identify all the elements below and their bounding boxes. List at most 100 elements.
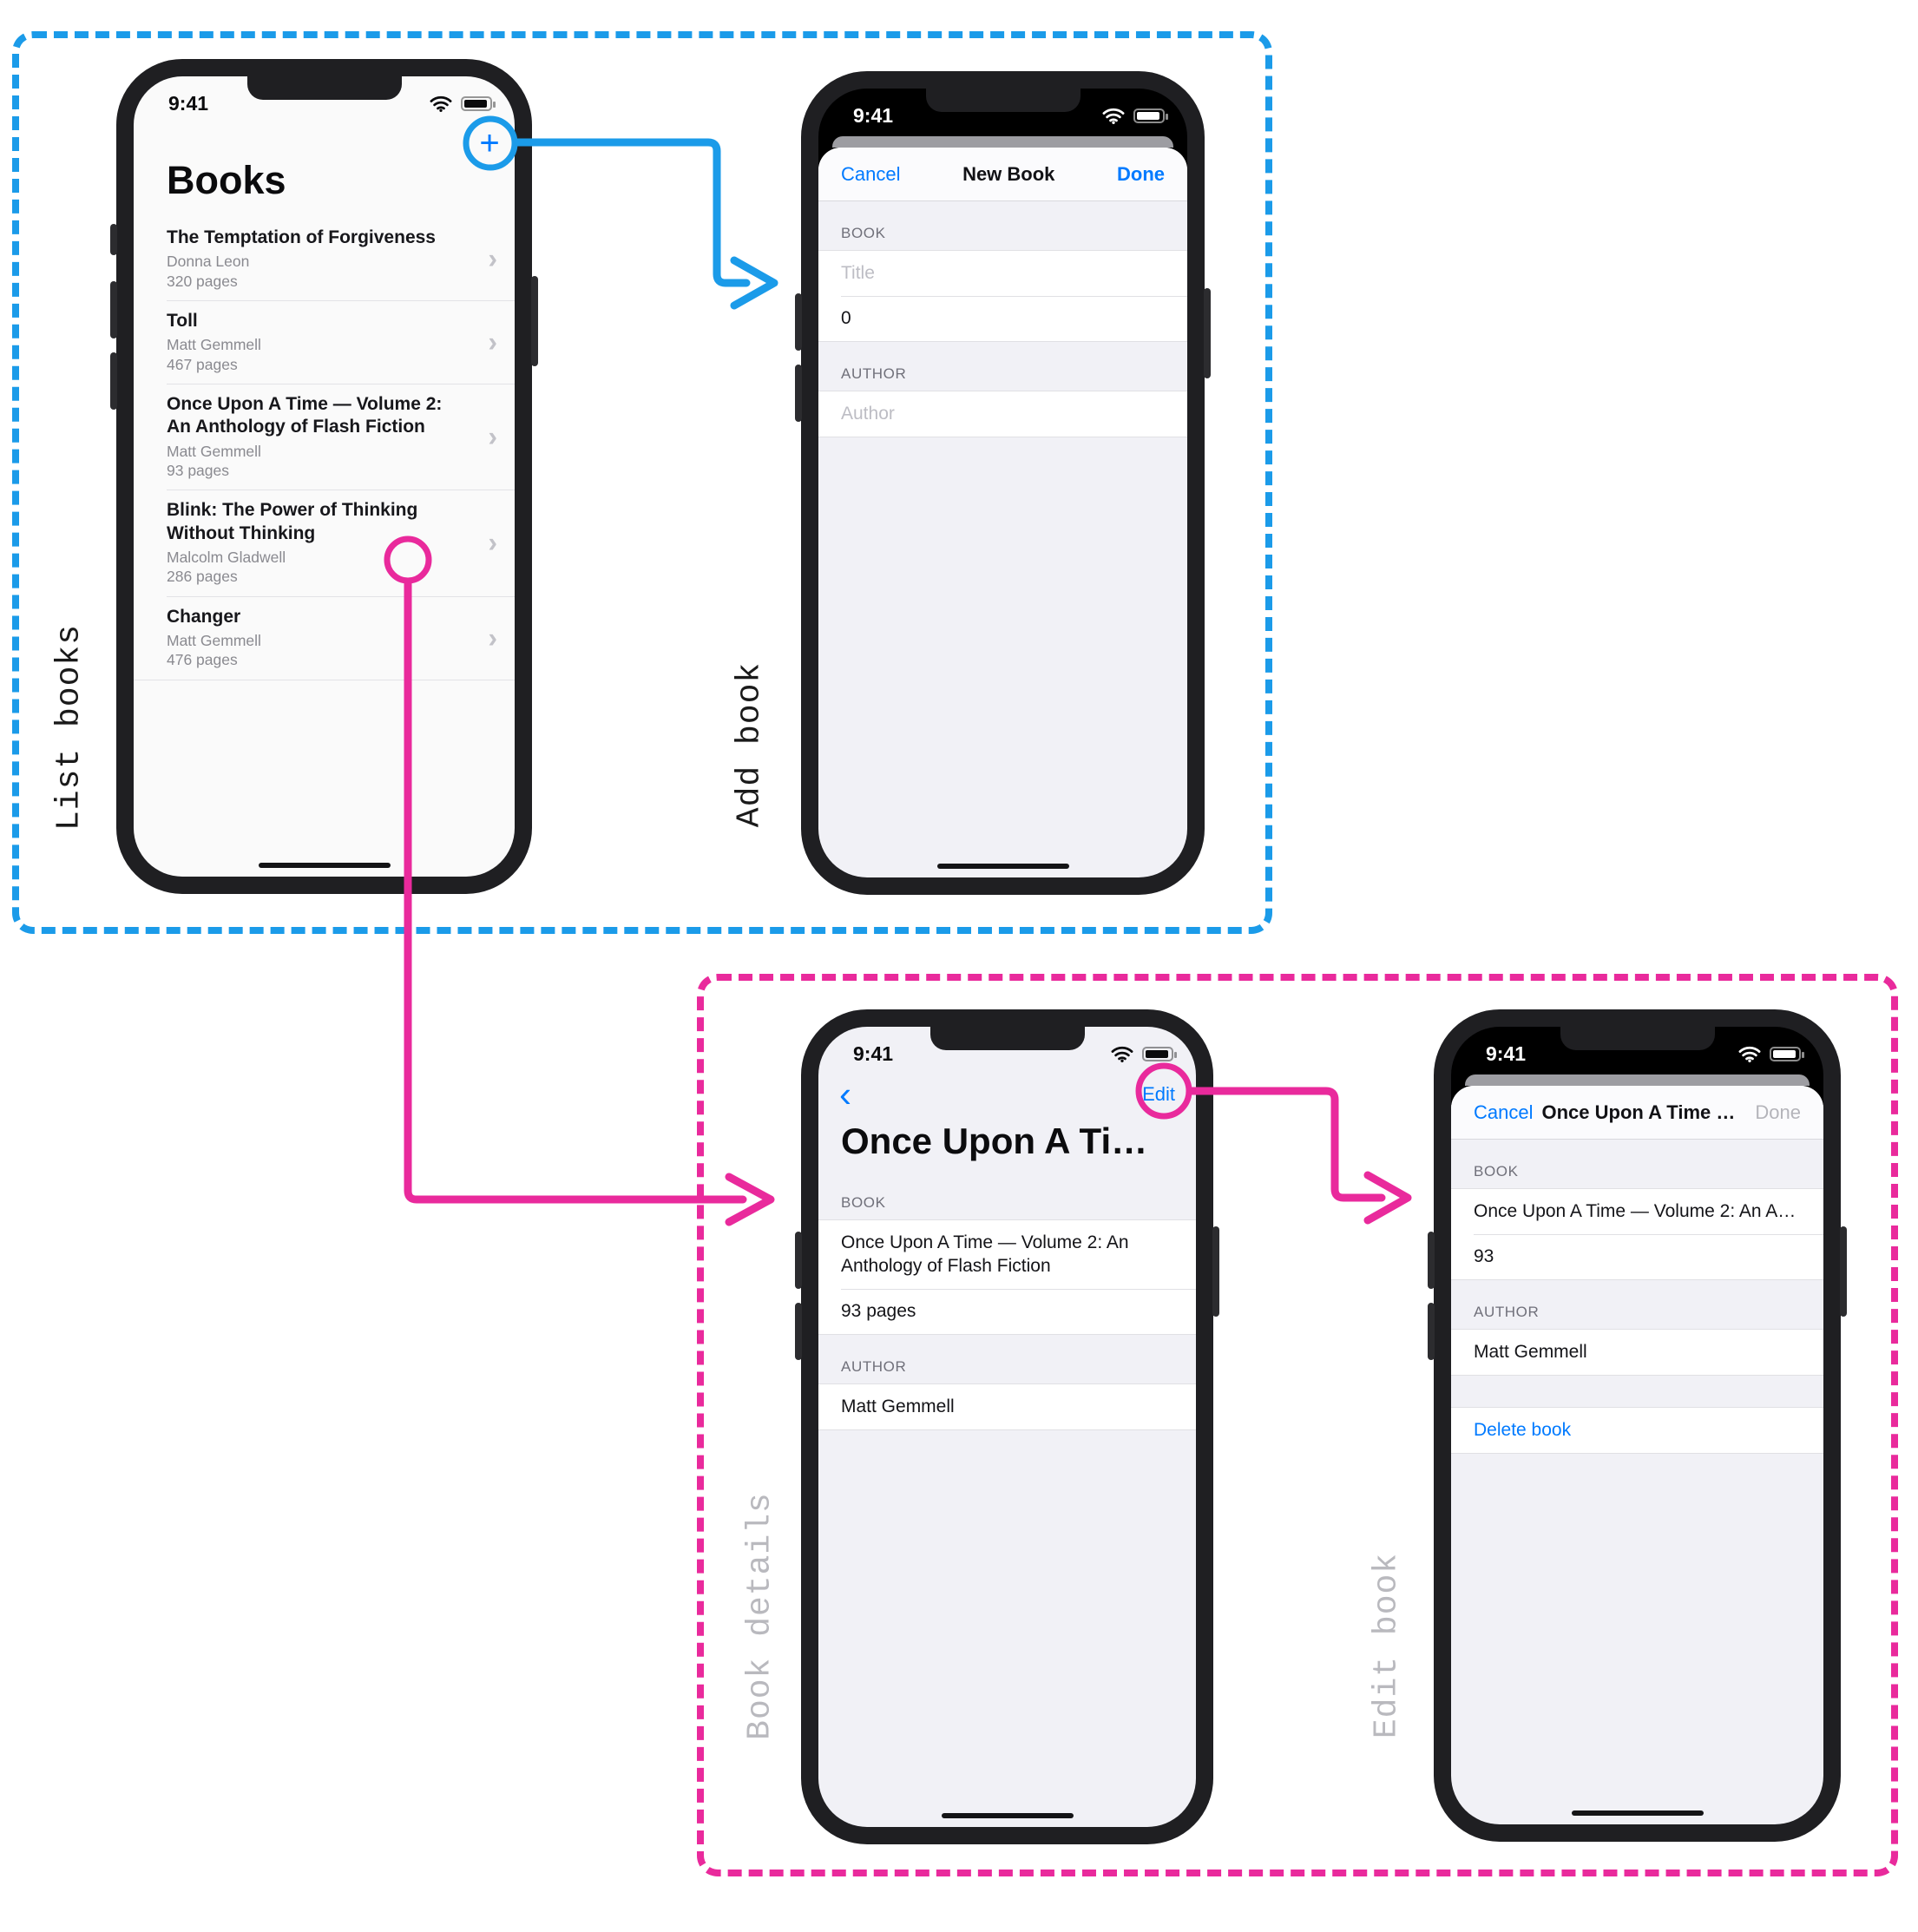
power-button xyxy=(1840,1226,1847,1317)
chevron-right-icon: › xyxy=(488,325,497,358)
title-field-row xyxy=(818,251,1187,296)
delete-book-row[interactable]: Delete book xyxy=(1451,1408,1823,1453)
book-pages: 93 pages xyxy=(167,461,230,479)
wifi-icon xyxy=(1102,108,1125,124)
book-title: Once Upon A Time — Volume 2: An Antholog… xyxy=(167,394,443,437)
flow-label-edit-book: Edit book xyxy=(1368,1552,1406,1739)
dimmed-underlay xyxy=(1465,1074,1810,1086)
power-button xyxy=(1212,1226,1219,1317)
home-indicator[interactable] xyxy=(936,864,1069,869)
volume-down-button xyxy=(110,352,117,410)
section-header-book: BOOK xyxy=(841,1194,886,1211)
volume-up-button xyxy=(795,293,802,351)
book-row[interactable]: Blink: The Power of Thinking Without Thi… xyxy=(134,490,515,595)
section-header-book: BOOK xyxy=(1474,1163,1519,1180)
back-button[interactable]: ‹ xyxy=(839,1074,851,1114)
power-button xyxy=(531,276,538,366)
page-count-field-row xyxy=(818,296,1187,341)
home-indicator[interactable] xyxy=(258,863,391,868)
phone-book-details: 9:41 ‹ Edit Once Upon A Time — Volume 2:… xyxy=(795,1009,1219,1844)
phone-list-books: 9:41 + Books The Temptation of Forgivene… xyxy=(110,59,538,894)
phone-add-book: 9:41 Cancel New Book Done xyxy=(795,71,1211,895)
edit-button[interactable]: Edit xyxy=(1142,1083,1175,1105)
status-time: 9:41 xyxy=(853,1042,894,1065)
book-author: Matt Gemmell xyxy=(167,442,261,460)
page-count-field[interactable] xyxy=(841,308,1165,329)
section-header-author: AUTHOR xyxy=(841,365,907,382)
book-row[interactable]: Once Upon A Time — Volume 2: An Antholog… xyxy=(134,384,515,490)
page-count-field-row: 93 xyxy=(1451,1234,1823,1279)
book-fields-group: Once Upon A Time — Volume 2: An Antholog… xyxy=(1451,1188,1823,1280)
wifi-icon xyxy=(430,95,452,112)
book-row[interactable]: The Temptation of Forgiveness Donna Leon… xyxy=(134,217,515,300)
author-field-row xyxy=(818,391,1187,437)
delete-book-button[interactable]: Delete book xyxy=(1474,1420,1572,1440)
volume-up-button xyxy=(1428,1232,1435,1289)
battery-icon xyxy=(461,95,496,111)
new-book-sheet: Cancel New Book Done BOOK AUTHOR xyxy=(818,148,1187,877)
book-info-group: Once Upon A Time — Volume 2: An Antholog… xyxy=(818,1219,1196,1335)
battery-icon xyxy=(1770,1046,1804,1061)
sheet-title: New Book xyxy=(962,162,1055,185)
book-pages: 320 pages xyxy=(167,272,238,290)
notch xyxy=(246,76,402,100)
book-title-row: Once Upon A Time — Volume 2: An Antholog… xyxy=(818,1220,1196,1289)
status-time: 9:41 xyxy=(853,103,894,127)
page-title: Books xyxy=(167,158,286,202)
screen-edit-book: 9:41 Cancel Once Upon A Time — Volume 2:… xyxy=(1451,1027,1823,1824)
wifi-icon xyxy=(1111,1046,1133,1062)
book-row[interactable]: Toll Matt Gemmell 467 pages › xyxy=(134,300,515,384)
book-author-row: Matt Gemmell xyxy=(818,1383,1196,1429)
done-button[interactable]: Done xyxy=(1755,1101,1801,1123)
phone-edit-book: 9:41 Cancel Once Upon A Time — Volume 2:… xyxy=(1428,1009,1847,1842)
title-field-row: Once Upon A Time — Volume 2: An Antholog… xyxy=(1451,1189,1823,1234)
notch xyxy=(925,89,1081,112)
section-header-author: AUTHOR xyxy=(841,1357,907,1375)
flow-label-list-books: List books xyxy=(50,623,89,831)
section-header-book: BOOK xyxy=(841,225,886,241)
edit-book-sheet: Cancel Once Upon A Time — Volume 2: An A… xyxy=(1451,1086,1823,1824)
nav-bar: ‹ Edit xyxy=(818,1072,1196,1117)
volume-up-button xyxy=(795,1232,802,1289)
book-title: Changer xyxy=(167,606,241,627)
section-spacer xyxy=(1451,1376,1823,1407)
book-row[interactable]: Changer Matt Gemmell 476 pages › xyxy=(134,595,515,680)
book-author: Donna Leon xyxy=(167,253,250,271)
notch xyxy=(1560,1027,1715,1050)
book-title: Toll xyxy=(167,311,198,332)
book-title-value: Once Upon A Time — Volume 2: An Antholog… xyxy=(841,1232,1129,1277)
status-bar: 9:41 xyxy=(134,76,515,122)
chevron-right-icon: › xyxy=(488,420,497,452)
status-time: 9:41 xyxy=(168,91,209,115)
volume-down-button xyxy=(1428,1303,1435,1360)
home-indicator[interactable] xyxy=(1571,1810,1704,1816)
done-button[interactable]: Done xyxy=(1117,162,1165,185)
author-field-row: Matt Gemmell xyxy=(1451,1330,1823,1375)
home-indicator[interactable] xyxy=(941,1813,1074,1818)
book-pages: 476 pages xyxy=(167,651,238,669)
book-pages-value: 93 pages xyxy=(841,1300,916,1321)
status-bar: 9:41 xyxy=(1451,1027,1823,1072)
add-book-button[interactable]: + xyxy=(470,123,509,163)
book-author-value: Matt Gemmell xyxy=(841,1396,955,1416)
power-button xyxy=(1204,288,1211,378)
sheet-nav-bar: Cancel Once Upon A Time — Volume 2: An A… xyxy=(1451,1086,1823,1140)
delete-group: Delete book xyxy=(1451,1407,1823,1454)
author-info-group: Matt Gemmell xyxy=(818,1383,1196,1430)
cancel-button[interactable]: Cancel xyxy=(1474,1101,1534,1123)
page-count-field[interactable]: 93 xyxy=(1474,1246,1494,1266)
title-field[interactable] xyxy=(841,263,1165,284)
book-pages-row: 93 pages xyxy=(818,1288,1196,1334)
cancel-button[interactable]: Cancel xyxy=(841,162,901,185)
chevron-right-icon: › xyxy=(488,526,497,558)
details-edit-group-outline xyxy=(697,974,1898,1876)
chevron-right-icon: › xyxy=(488,242,497,274)
title-field[interactable]: Once Upon A Time — Volume 2: An Antholog… xyxy=(1474,1201,1801,1221)
author-field[interactable] xyxy=(841,404,1165,424)
books-list: The Temptation of Forgiveness Donna Leon… xyxy=(134,217,515,680)
author-field[interactable]: Matt Gemmell xyxy=(1474,1342,1587,1362)
status-bar: 9:41 xyxy=(818,1027,1196,1072)
screen-books-list: 9:41 + Books The Temptation of Forgivene… xyxy=(134,76,515,877)
book-fields-group xyxy=(818,250,1187,342)
